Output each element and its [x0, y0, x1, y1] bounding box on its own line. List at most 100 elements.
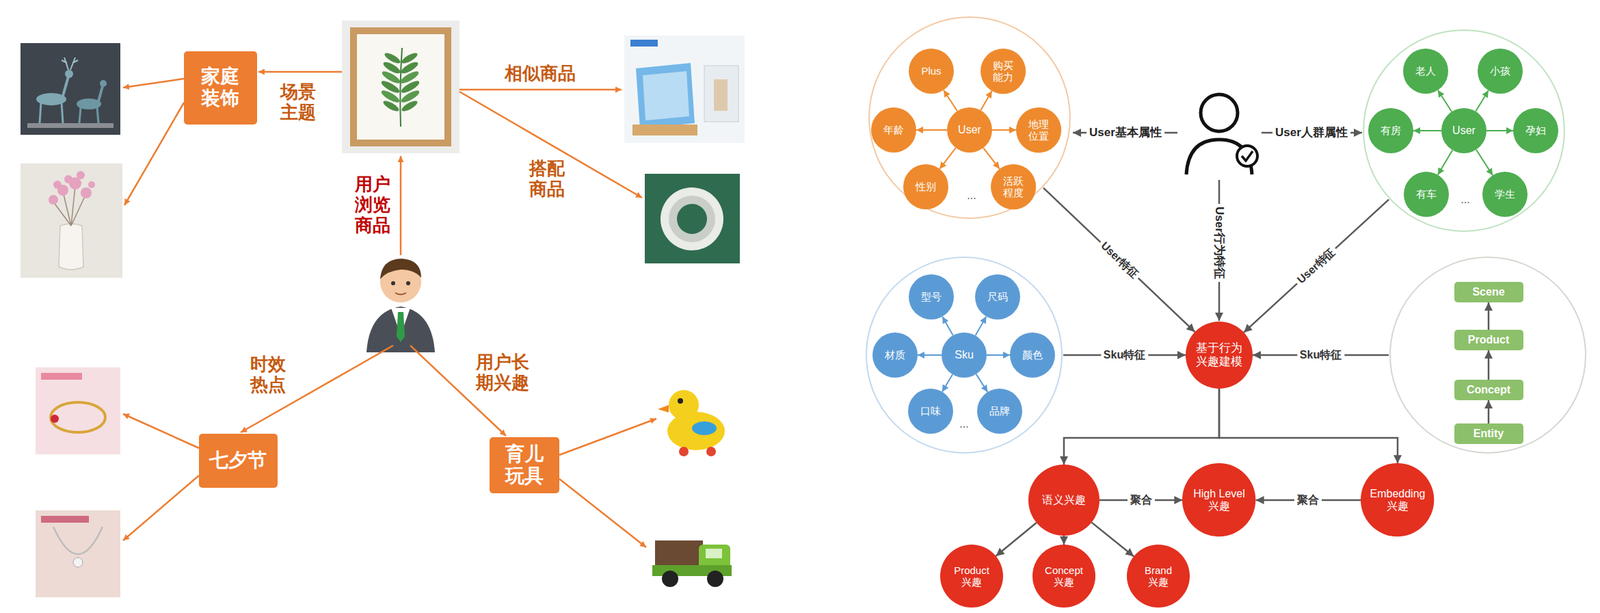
picture-frame-part [356, 34, 445, 140]
box-node: Scene [1454, 281, 1524, 303]
node-text-group: 有车 [1416, 188, 1437, 200]
phone-stand-photo [624, 35, 745, 143]
necklace-photo-part [35, 510, 121, 597]
circle-shape [947, 107, 993, 153]
circle-node: 语义兴趣 [1028, 464, 1100, 536]
deer-sculpture-photo-part [97, 107, 99, 124]
node-text-group: User [957, 123, 982, 137]
annotation-label: User基本属性 [1086, 125, 1165, 141]
leader-lines-part [258, 71, 342, 74]
toy-truck-photo-part [661, 570, 679, 587]
bracelet-photo-part [35, 367, 121, 455]
node-text-group: 家庭装饰 [201, 65, 240, 110]
box-node: 育儿玩具 [489, 436, 560, 493]
connector-arrow [1243, 199, 1389, 333]
circle-node: High Level兴趣 [1182, 462, 1256, 537]
user-icon-part [1200, 94, 1238, 132]
connector-arrow [1486, 129, 1514, 132]
connector-arrow [992, 129, 1017, 131]
circle-shape [975, 274, 1021, 320]
node-text-group: 有房 [1380, 124, 1402, 137]
connector-arrow [1476, 149, 1493, 176]
circle-shape [1403, 48, 1449, 94]
circle-node: 活跃程度 [990, 164, 1036, 210]
annotation-label: 时效热点 [250, 354, 286, 396]
toy-duck-photo [657, 389, 725, 457]
node-label: 活跃程度 [998, 175, 1029, 199]
node-text-group: 材质 [884, 348, 906, 361]
leader-lines-part [123, 475, 199, 541]
node-label: 年龄 [883, 123, 904, 136]
node-label: 有房 [1380, 124, 1402, 137]
node-text-group: 品牌 [989, 404, 1010, 417]
node-label: Scene [1472, 285, 1505, 299]
node-label: 老人 [1415, 64, 1436, 77]
deer-sculpture-photo-part [61, 102, 63, 124]
leader-lines-part [400, 155, 403, 256]
vase-photo-part-part [48, 194, 59, 205]
picture-frame-part [380, 88, 402, 105]
connector-arrow [1063, 388, 1220, 465]
node-text-group: Entity [1473, 427, 1504, 440]
circle-node: Embedding兴趣 [1360, 462, 1434, 537]
circle-node: 购买能力 [980, 48, 1026, 94]
necklace-photo-part [53, 526, 103, 554]
toy-duck-photo-part [668, 389, 699, 420]
node-label: 品牌 [989, 404, 1010, 417]
node-text-group: 地理位置 [1023, 118, 1054, 143]
bracelet-photo [35, 367, 121, 455]
node-label: 学生 [1494, 188, 1516, 200]
vase-photo-part-part [88, 181, 96, 189]
annotation-label: User行为特征 [1211, 203, 1227, 282]
circle-node: Product兴趣 [940, 544, 1004, 608]
deer-sculpture-photo [20, 43, 121, 135]
node-label: 购买能力 [988, 59, 1019, 84]
leader-lines-part [559, 478, 647, 548]
bracelet-photo-part [50, 402, 106, 433]
picture-frame-part [400, 47, 403, 127]
node-label: 育儿玩具 [505, 443, 544, 487]
circle-shape [903, 164, 949, 210]
tape-dispenser-photo-part [668, 195, 716, 243]
user-avatar-part [395, 292, 407, 295]
node-label: 型号 [921, 290, 942, 303]
picture-frame-part [350, 27, 452, 147]
circle-node: 品牌 [977, 388, 1023, 434]
node-text-group: 年龄 [883, 123, 904, 136]
edge-label: User特征 [1095, 237, 1143, 284]
user-avatar-part [391, 281, 396, 286]
node-text-group: Concept [1466, 383, 1511, 396]
user-icon-part [1236, 145, 1258, 167]
node-text-group: 型号 [921, 290, 942, 303]
phone-stand-photo-part [713, 79, 728, 111]
node-text-group: Plus [921, 64, 941, 77]
bracelet-photo-part [41, 372, 83, 380]
circle-shape [1441, 108, 1487, 154]
circle-shape [908, 274, 954, 320]
circle-node: User [1441, 108, 1487, 154]
circle-shape [1182, 462, 1256, 537]
node-text-group: Scene [1472, 285, 1505, 299]
connector-arrow [980, 90, 992, 111]
vase-photo-part-part [64, 175, 73, 184]
toy-duck-photo-part [677, 397, 684, 404]
node-label: 材质 [884, 348, 906, 361]
vase-photo [20, 163, 123, 278]
node-label: 性别 [915, 180, 937, 193]
box-node: 七夕节 [198, 433, 278, 488]
circle-shape [1363, 30, 1565, 232]
node-text-group: Brand兴趣 [1141, 564, 1176, 589]
circle-shape [1028, 464, 1100, 536]
deer-sculpture-photo-part [61, 57, 78, 70]
annotation-label: User人群属性 [1272, 125, 1351, 141]
node-label: High Level兴趣 [1188, 487, 1250, 513]
circle-shape [1390, 257, 1586, 453]
node-label: 家庭装饰 [201, 65, 240, 110]
circle-shape [869, 17, 1071, 219]
node-label: Product [1468, 333, 1510, 346]
connector-arrow [996, 522, 1037, 556]
picture-frame-part [341, 20, 460, 154]
connector-arrow [943, 90, 958, 112]
circle-shape [1482, 171, 1528, 217]
deer-sculpture-photo-part [62, 76, 69, 96]
